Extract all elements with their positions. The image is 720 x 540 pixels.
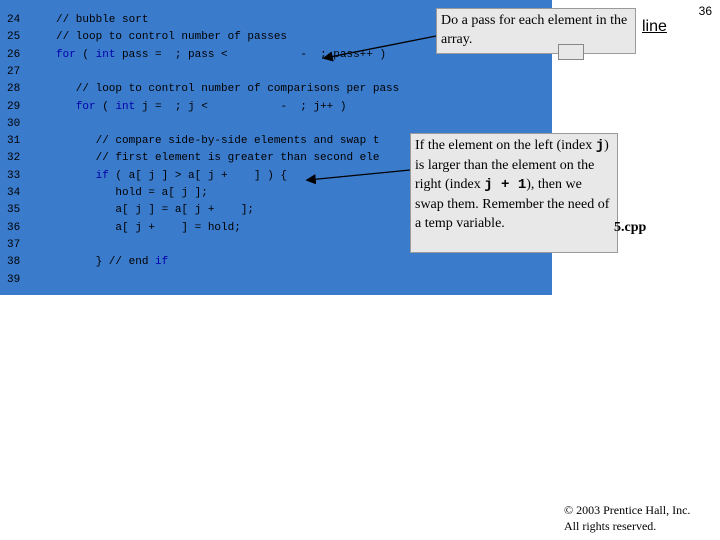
code-line: // first element is greater than second …: [56, 152, 380, 165]
code-line: a[ j + ] = hold;: [56, 221, 241, 234]
callout-pass-explanation: Do a pass for each element in the array.: [436, 8, 636, 54]
line-number: 37: [7, 238, 21, 251]
code-line: if ( a[ j ] > a[ j + ] ) {: [95, 169, 288, 182]
line-number: 33: [7, 169, 21, 182]
slide-number: 36: [698, 4, 712, 18]
line-number: 30: [7, 117, 21, 130]
outline-button[interactable]: [558, 44, 584, 60]
line-number: 26: [7, 48, 21, 61]
line-number: 39: [7, 273, 21, 286]
line-number: 34: [7, 187, 21, 199]
line-number: 35: [7, 204, 21, 217]
callout-swap-text-2: ) is larger than the element on the righ…: [415, 138, 609, 192]
line-number: 27: [7, 65, 21, 78]
outline-label[interactable]: line: [642, 18, 667, 35]
callout-swap-code-1: j: [595, 138, 605, 154]
arrow-to-if-statement: [305, 169, 411, 185]
callout-swap-explanation: If the element on the left (index j) is …: [410, 133, 618, 253]
callout-pass-text: Do a pass for each element in the array.: [441, 13, 628, 47]
copyright-line-2: All rights reserved.: [564, 519, 657, 533]
filename-label: 5.cpp: [614, 220, 647, 235]
callout-swap-text-1: If the element on the left (index: [415, 138, 596, 153]
callout-swap-text-3: ), then we swap them. Remember the need …: [415, 177, 610, 231]
code-line: // loop to control number of comparisons…: [56, 83, 400, 96]
code-line: for ( int j = ; j < - ; j++ ): [75, 100, 347, 113]
line-number: 31: [7, 135, 21, 148]
code-line: // bubble sort: [56, 14, 149, 26]
code-line: for ( int pass = ; pass < - ; pass++ ): [56, 48, 387, 61]
code-line: hold = a[ j ];: [56, 187, 208, 199]
code-line: // compare side-by-side elements and swa…: [56, 135, 380, 148]
line-number: 29: [7, 100, 21, 113]
line-number: 28: [7, 83, 21, 96]
copyright-notice: © 2003 Prentice Hall, Inc. All rights re…: [564, 502, 690, 534]
arrow-to-for-loop: [322, 35, 437, 62]
line-number: 25: [7, 31, 21, 44]
callout-swap-code-2: j + 1: [484, 177, 527, 193]
line-number: 24: [7, 14, 21, 26]
code-line: // loop to control number of passes: [56, 31, 288, 44]
code-line: a[ j ] = a[ j + ];: [56, 204, 255, 217]
line-number: 36: [7, 221, 21, 234]
code-line: } // end if: [56, 256, 169, 269]
copyright-line-1: © 2003 Prentice Hall, Inc.: [564, 503, 691, 517]
line-number: 38: [7, 256, 21, 269]
line-number: 32: [7, 152, 21, 165]
